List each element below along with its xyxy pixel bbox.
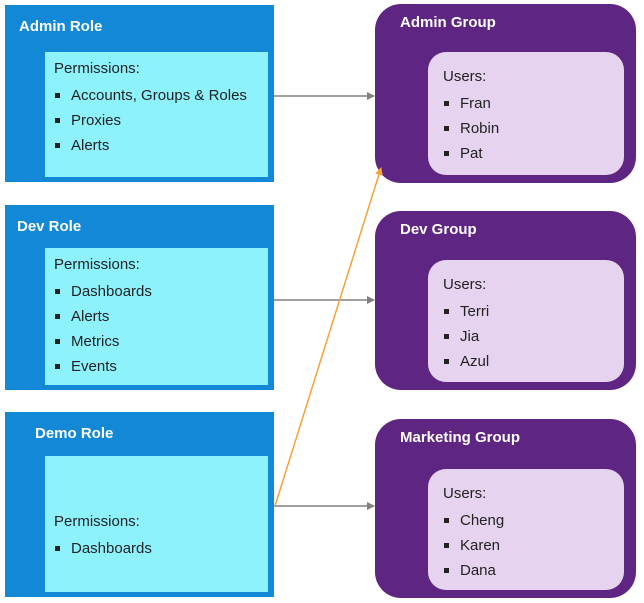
bullet-icon <box>444 151 449 156</box>
bullet-icon <box>444 101 449 106</box>
dev-role-box: Dev Role Permissions: Dashboards Alerts … <box>5 205 274 390</box>
dev-group-box: Dev Group Users: Terri Jia Azul <box>375 211 636 390</box>
user-item: Robin <box>443 116 624 141</box>
permission-item: Accounts, Groups & Roles <box>54 83 268 108</box>
user-item: Dana <box>443 558 624 583</box>
user-item: Karen <box>443 533 624 558</box>
bullet-icon <box>444 568 449 573</box>
bullet-icon <box>55 93 60 98</box>
user-item: Cheng <box>443 508 624 533</box>
admin-group-box: Admin Group Users: Fran Robin Pat <box>375 4 636 183</box>
bullet-icon <box>55 364 60 369</box>
demo-role-box: Demo Role Permissions: Dashboards <box>5 412 274 597</box>
bullet-icon <box>444 334 449 339</box>
admin-group-users: Users: Fran Robin Pat <box>428 52 624 175</box>
permission-item: Alerts <box>54 304 268 329</box>
admin-group-title: Admin Group <box>400 14 496 31</box>
users-label: Users: <box>443 68 487 85</box>
user-item: Fran <box>443 91 624 116</box>
dev-role-permissions: Permissions: Dashboards Alerts Metrics E… <box>45 248 268 385</box>
dev-group-title: Dev Group <box>400 221 477 238</box>
marketing-group-title: Marketing Group <box>400 429 521 446</box>
dev-role-title: Dev Role <box>17 218 82 235</box>
bullet-icon <box>55 143 60 148</box>
demo-role-permissions: Permissions: Dashboards <box>45 456 268 592</box>
demo-role-title: Demo Role <box>35 425 114 442</box>
marketing-group-box: Marketing Group Users: Cheng Karen Dana <box>375 419 636 598</box>
bullet-icon <box>444 543 449 548</box>
permissions-label: Permissions: <box>54 256 140 273</box>
bullet-icon <box>444 359 449 364</box>
permissions-label: Permissions: <box>54 60 140 77</box>
user-item: Terri <box>443 299 624 324</box>
bullet-icon <box>55 314 60 319</box>
admin-role-box: Admin Role Permissions: Accounts, Groups… <box>5 5 274 182</box>
admin-role-permissions: Permissions: Accounts, Groups & Roles Pr… <box>45 52 268 177</box>
bullet-icon <box>444 309 449 314</box>
bullet-icon <box>55 289 60 294</box>
bullet-icon <box>55 339 60 344</box>
bullet-icon <box>444 126 449 131</box>
dev-group-users: Users: Terri Jia Azul <box>428 260 624 382</box>
demo-role-to-admin-group-arrow <box>274 167 383 507</box>
permissions-label: Permissions: <box>54 513 140 530</box>
admin-role-title: Admin Role <box>19 18 103 35</box>
permission-item: Dashboards <box>54 279 268 304</box>
bullet-icon <box>55 118 60 123</box>
bullet-icon <box>55 546 60 551</box>
user-item: Azul <box>443 349 624 374</box>
users-label: Users: <box>443 276 487 293</box>
users-label: Users: <box>443 485 487 502</box>
bullet-icon <box>444 518 449 523</box>
permission-item: Dashboards <box>54 536 268 561</box>
marketing-group-users: Users: Cheng Karen Dana <box>428 469 624 590</box>
user-item: Pat <box>443 141 624 166</box>
permission-item: Events <box>54 354 268 379</box>
permission-item: Metrics <box>54 329 268 354</box>
permission-item: Alerts <box>54 133 268 158</box>
user-item: Jia <box>443 324 624 349</box>
permission-item: Proxies <box>54 108 268 133</box>
